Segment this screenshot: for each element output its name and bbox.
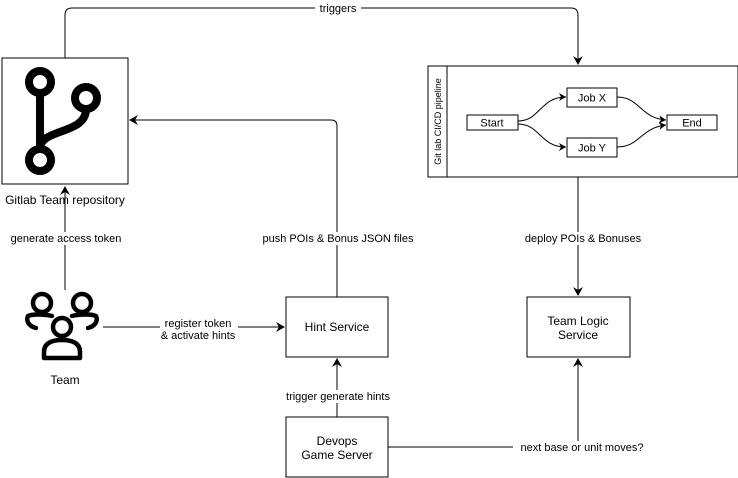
gitlab-repo-node	[1, 57, 129, 185]
team-logic-label-line1: Team Logic	[547, 314, 608, 328]
pipeline-end-label: End	[682, 118, 702, 130]
edge-label-trigger-hints: trigger generate hints	[286, 391, 390, 403]
team-users-icon	[25, 291, 99, 361]
hint-service-label: Hint Service	[305, 320, 370, 334]
job-y-label: Job Y	[578, 143, 607, 155]
team-logic-label-line2: Service	[558, 328, 598, 342]
edge-label-deploy: deploy POIs & Bonuses	[525, 233, 642, 245]
pipeline-start-box	[466, 114, 519, 131]
edge-label-register-line2: & activate hints	[161, 330, 236, 342]
edge-label-triggers: triggers	[320, 3, 357, 15]
gitlab-repo-box	[1, 57, 129, 185]
team-label: Team	[50, 373, 79, 387]
devops-label-line2: Game Server	[301, 448, 372, 462]
pipeline-internal-edges	[517, 93, 667, 151]
edge-next-base	[388, 358, 583, 448]
pipeline-start-label: Start	[480, 118, 503, 130]
devops-label-line1: Devops	[317, 434, 358, 448]
edge-label-push-pois: push POIs & Bonus JSON files	[262, 233, 414, 245]
edge-push-pois	[129, 115, 338, 297]
job-x-label: Job X	[578, 93, 607, 105]
team-logic-box	[526, 296, 631, 358]
edge-label-next-base: next base or unit moves?	[521, 442, 644, 454]
edge-triggers	[64, 7, 583, 65]
hint-service-box	[285, 296, 389, 358]
pipeline-title: Git lab CI/CD pipeline	[433, 78, 443, 165]
pipeline-node: Git lab CI/CD pipeline Start Job X Job Y…	[427, 65, 738, 178]
edge-label-generate-token: generate access token	[11, 233, 122, 245]
edge-label-register-line1: register token	[165, 318, 232, 330]
pipeline-end-box	[666, 114, 718, 131]
git-branch-icon	[25, 67, 101, 175]
